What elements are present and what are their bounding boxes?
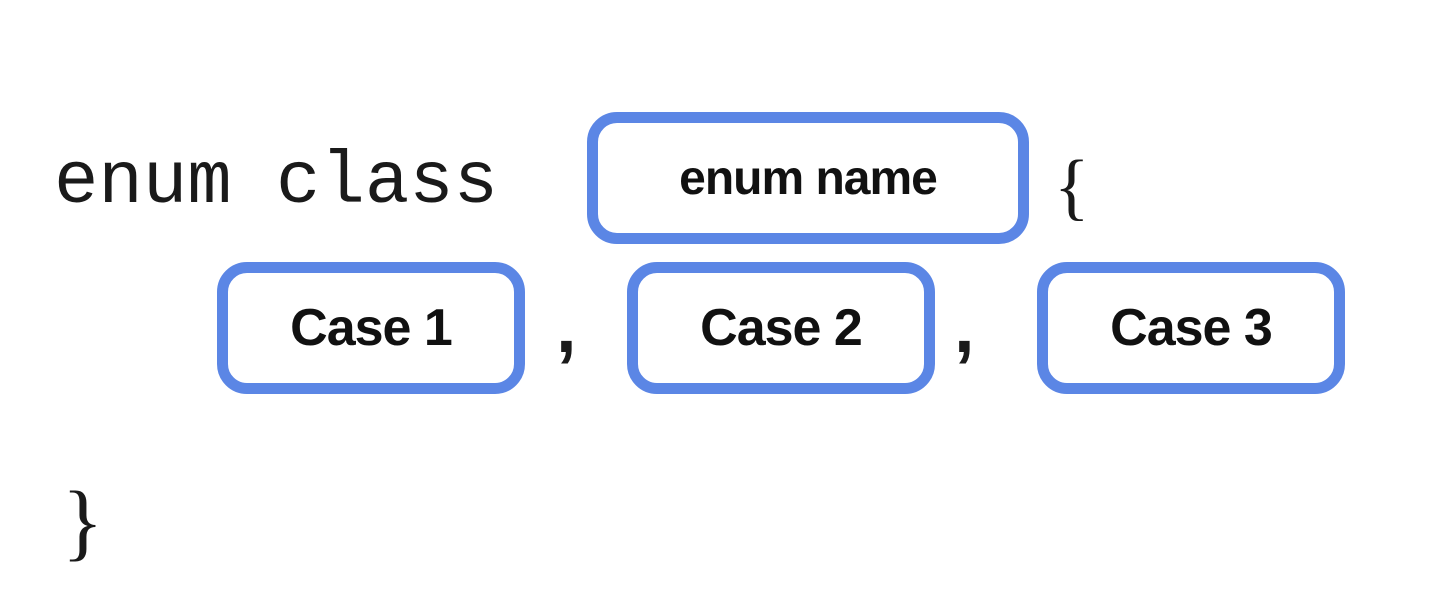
case-2-label: Case 2 bbox=[700, 299, 863, 357]
case-1-placeholder-box: Case 1 bbox=[217, 262, 525, 394]
case-3-placeholder-box: Case 3 bbox=[1037, 262, 1345, 394]
close-brace: } bbox=[62, 473, 104, 569]
case-1-label: Case 1 bbox=[290, 299, 453, 357]
enum-class-keyword: enum class bbox=[54, 141, 499, 225]
comma-separator-1: , bbox=[556, 285, 577, 368]
enum-name-label: enum name bbox=[679, 151, 938, 205]
comma-separator-2: , bbox=[954, 285, 975, 368]
enum-name-placeholder-box: enum name bbox=[587, 112, 1029, 244]
case-3-label: Case 3 bbox=[1110, 299, 1273, 357]
case-2-placeholder-box: Case 2 bbox=[627, 262, 935, 394]
open-brace: { bbox=[1054, 146, 1090, 228]
